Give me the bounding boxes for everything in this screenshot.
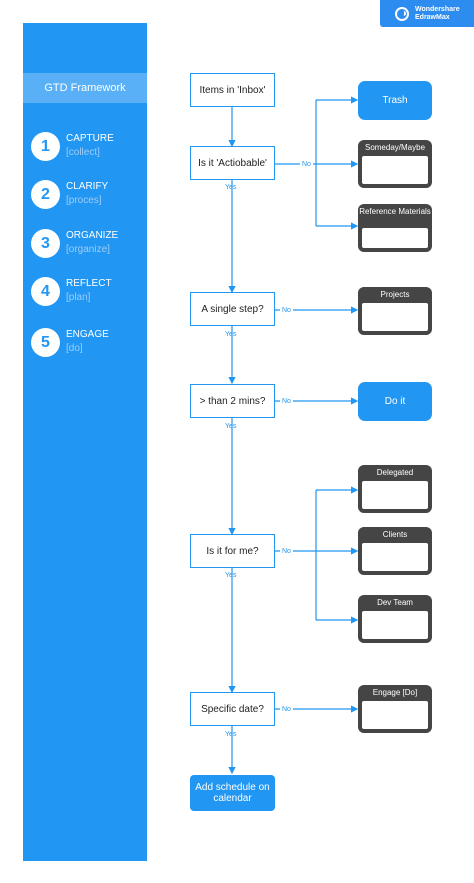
inbox-box: Items in 'Inbox' (190, 73, 275, 107)
step-organize: 3 ORGANIZE [organize] (31, 229, 147, 263)
step-label: REFLECT (66, 278, 112, 289)
step-number: 5 (31, 328, 60, 357)
yes-label: Yes (225, 731, 237, 738)
edrawmax-badge: Wondershare EdrawMax (380, 0, 474, 27)
projects-label: Projects (380, 290, 410, 299)
step-number: 4 (31, 277, 60, 306)
actionable-box: Is it 'Actiobable' (190, 146, 275, 180)
single-step-box: A single step? (190, 292, 275, 326)
someday-box: Someday/Maybe (358, 140, 432, 188)
no-label: No (280, 548, 293, 556)
step-number: 2 (31, 180, 60, 209)
yes-label: Yes (225, 184, 237, 191)
step-sub: [do] (66, 343, 83, 354)
step-reflect: 4 REFLECT [plan] (31, 277, 147, 311)
for-me-box: Is it for me? (190, 534, 275, 568)
step-label: ENGAGE (66, 329, 109, 340)
yes-label: Yes (225, 423, 237, 430)
sidebar-title: GTD Framework (23, 73, 147, 103)
engage-do-label: Engage [Do] (372, 688, 418, 697)
step-sub: [collect] (66, 147, 100, 158)
clients-box: Clients (358, 527, 432, 575)
do-it-box: Do it (358, 382, 432, 421)
step-label: CAPTURE (66, 133, 114, 144)
no-label: No (280, 398, 293, 406)
dev-team-label: Dev Team (377, 598, 413, 607)
two-mins-box: > than 2 mins? (190, 384, 275, 418)
specific-date-box: Specific date? (190, 692, 275, 726)
step-number: 1 (31, 132, 60, 161)
badge-line-2: EdrawMax (415, 13, 450, 21)
no-label: No (280, 706, 293, 714)
step-label: ORGANIZE (66, 230, 119, 241)
someday-label: Someday/Maybe (364, 143, 426, 152)
step-sub: [proces] (66, 195, 102, 206)
yes-label: Yes (225, 572, 237, 579)
delegated-label: Delegated (376, 468, 414, 477)
edrawmax-logo-icon (395, 6, 409, 21)
step-label: CLARIFY (66, 181, 109, 192)
step-engage: 5 ENGAGE [do] (31, 328, 147, 362)
clients-label: Clients (382, 530, 408, 539)
sidebar: GTD Framework 1 CAPTURE [collect] 2 CLAR… (23, 23, 147, 861)
projects-box: Projects (358, 287, 432, 335)
dev-team-box: Dev Team (358, 595, 432, 643)
schedule-box: Add schedule on calendar (190, 775, 275, 811)
yes-label: Yes (225, 331, 237, 338)
no-label: No (300, 161, 313, 169)
engage-do-box: Engage [Do] (358, 685, 432, 733)
step-number: 3 (31, 229, 60, 258)
badge-line-1: Wondershare (415, 5, 460, 13)
reference-box: Reference Materials (358, 204, 432, 252)
reference-label: Reference Materials (359, 207, 431, 216)
delegated-box: Delegated (358, 465, 432, 513)
no-label: No (280, 307, 293, 315)
badge-text: Wondershare EdrawMax (415, 6, 460, 22)
step-clarify: 2 CLARIFY [proces] (31, 180, 147, 214)
step-capture: 1 CAPTURE [collect] (31, 132, 147, 166)
step-sub: [plan] (66, 292, 91, 303)
trash-box: Trash (358, 81, 432, 120)
step-sub: [organize] (66, 244, 110, 255)
